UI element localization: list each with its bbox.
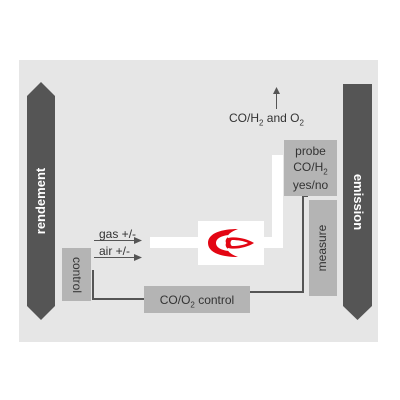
air-feed-line <box>94 257 136 258</box>
measure-box <box>309 200 337 296</box>
co-o2-control-box <box>144 286 250 313</box>
air-arrowhead-icon <box>134 254 142 261</box>
emission-label: emission <box>351 173 366 231</box>
measure-label: measure <box>315 224 329 272</box>
gas-arrowhead-icon <box>134 237 142 244</box>
gas-label: gas +/- <box>99 227 137 241</box>
air-label: air +/- <box>99 244 131 258</box>
co-o2-control-suffix: control <box>194 293 235 307</box>
co-o2-control-sub: 2 <box>190 300 195 310</box>
emission-arrow <box>343 84 372 320</box>
output-label-sub1: 2 <box>259 118 264 128</box>
output-label: CO/H2 and O2 <box>229 112 304 127</box>
co-o2-control-prefix: CO/O <box>159 293 191 307</box>
probe-line1: probe <box>295 144 326 158</box>
control-label: control <box>70 256 84 294</box>
bottom-loop-line-right <box>250 291 304 293</box>
probe-line3: yes/no <box>292 178 329 192</box>
bottom-loop-line-left <box>92 298 144 300</box>
gas-feed-line <box>94 240 136 241</box>
co-o2-control-label: CO/O2 control <box>144 294 250 309</box>
output-label-middle: and O <box>263 111 300 125</box>
probe-line2-prefix: CO/H <box>293 160 324 174</box>
rendement-label: rendement <box>33 167 48 235</box>
control-box <box>62 248 91 301</box>
right-loop-line <box>302 195 304 293</box>
output-arrow-shaft <box>276 92 277 109</box>
probe-line2-sub: 2 <box>323 167 328 177</box>
output-label-prefix: CO/H <box>229 111 259 125</box>
rendement-arrow <box>27 82 55 320</box>
probe-connector-line <box>302 195 308 197</box>
left-loop-line <box>92 270 94 300</box>
probe-line2: CO/H2 <box>284 161 337 176</box>
probe-box <box>284 140 337 196</box>
flue-pipe-vertical <box>272 155 283 248</box>
flame-icon <box>208 229 254 257</box>
output-arrowhead-icon <box>273 87 280 94</box>
output-label-sub2: 2 <box>299 118 304 128</box>
